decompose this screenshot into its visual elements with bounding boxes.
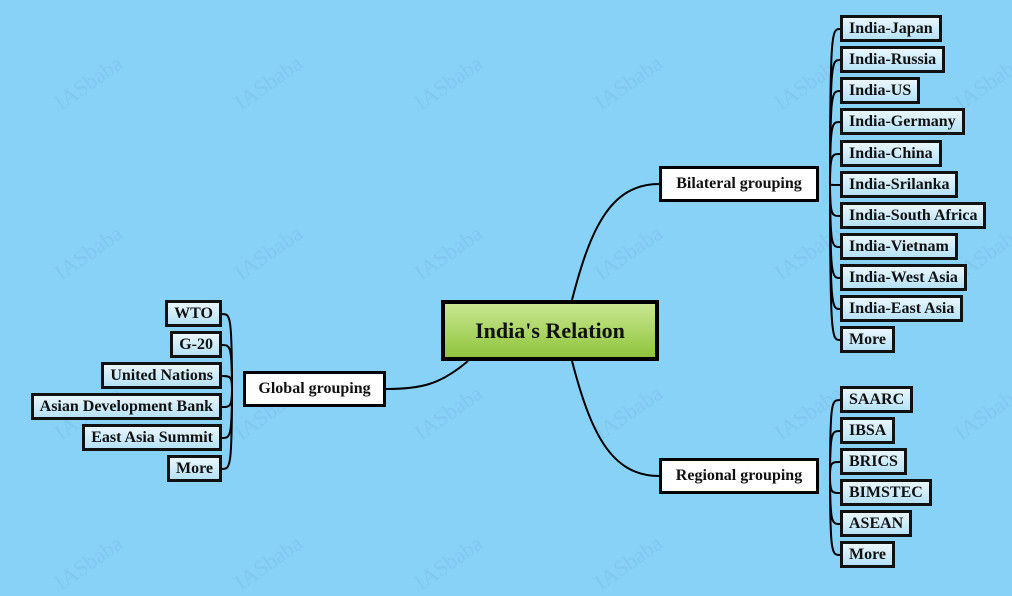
connector [829, 183, 841, 186]
leaf-node[interactable]: BRICS [840, 448, 907, 475]
leaf-label: More [849, 330, 887, 348]
leaf-label: BIMSTEC [849, 483, 923, 501]
leaf-label: India-China [849, 144, 933, 162]
connector [829, 475, 841, 494]
leaf-node[interactable]: More [166, 455, 222, 482]
connector [829, 183, 841, 217]
leaf-node[interactable]: SAARC [840, 386, 914, 413]
leaf-label: ASEAN [849, 514, 904, 532]
leaf-label: India-Srilanka [849, 175, 950, 193]
leaf-label: India-Russia [849, 50, 937, 68]
leaf-label: SAARC [849, 390, 905, 408]
leaf-node[interactable]: More [840, 326, 896, 353]
leaf-node[interactable]: WTO [165, 300, 222, 327]
branch-bilateral[interactable]: Bilateral grouping [659, 166, 819, 202]
leaf-label: India-US [849, 81, 912, 99]
leaf-label: India-Germany [849, 112, 956, 130]
branch-regional[interactable]: Regional grouping [659, 458, 819, 494]
connector [829, 153, 841, 185]
branch-label: Bilateral grouping [676, 175, 802, 192]
connector [221, 388, 233, 408]
branch-label: Regional grouping [675, 467, 803, 484]
connector [571, 183, 660, 301]
leaf-node[interactable]: India-South Africa [840, 202, 987, 229]
leaf-label: India-Vietnam [849, 237, 949, 255]
leaf-label: East Asia Summit [91, 428, 213, 446]
leaf-label: India-Japan [849, 19, 933, 37]
leaf-node[interactable]: G-20 [170, 331, 222, 358]
leaf-node[interactable]: India-China [840, 140, 942, 167]
leaf-label: India-East Asia [849, 299, 955, 317]
connector [571, 360, 660, 477]
connector [221, 375, 233, 390]
branch-label: Global grouping [258, 380, 371, 397]
connector [829, 461, 841, 477]
leaf-label: More [849, 545, 887, 563]
connector [221, 388, 233, 439]
leaf-node[interactable]: India-East Asia [840, 295, 964, 322]
leaf-label: India-West Asia [849, 268, 958, 286]
root-node[interactable]: India's Relation [441, 300, 659, 361]
leaf-node[interactable]: India-West Asia [840, 264, 967, 291]
leaf-label: BRICS [849, 452, 898, 470]
leaf-node[interactable]: India-Germany [840, 108, 965, 135]
connector [829, 475, 841, 525]
leaf-node[interactable]: More [840, 541, 896, 568]
connector [829, 430, 841, 477]
leaf-node[interactable]: India-Srilanka [840, 171, 959, 198]
connector [829, 475, 841, 556]
leaf-node[interactable]: United Nations [101, 362, 222, 389]
leaf-label: More [175, 459, 213, 477]
leaf-label: India-South Africa [849, 206, 978, 224]
branch-global[interactable]: Global grouping [243, 371, 386, 407]
leaf-label: IBSA [849, 421, 887, 439]
leaf-node[interactable]: India-Vietnam [840, 233, 958, 260]
leaf-node[interactable]: India-Japan [840, 15, 942, 42]
leaf-label: G-20 [179, 335, 213, 353]
leaf-label: Asian Development Bank [39, 397, 213, 415]
connector [385, 360, 469, 390]
connector [221, 388, 233, 470]
connector [221, 344, 233, 390]
root-label: India's Relation [475, 317, 625, 343]
leaf-node[interactable]: India-US [840, 77, 921, 104]
leaf-node[interactable]: ASEAN [840, 510, 913, 537]
connector [829, 121, 841, 185]
leaf-label: United Nations [110, 366, 213, 384]
leaf-label: WTO [174, 304, 213, 322]
leaf-node[interactable]: BIMSTEC [840, 479, 932, 506]
leaf-node[interactable]: India-Russia [840, 46, 946, 73]
leaf-node[interactable]: IBSA [840, 417, 896, 444]
connector [829, 183, 841, 341]
leaf-node[interactable]: East Asia Summit [82, 424, 222, 451]
leaf-node[interactable]: Asian Development Bank [30, 393, 222, 420]
